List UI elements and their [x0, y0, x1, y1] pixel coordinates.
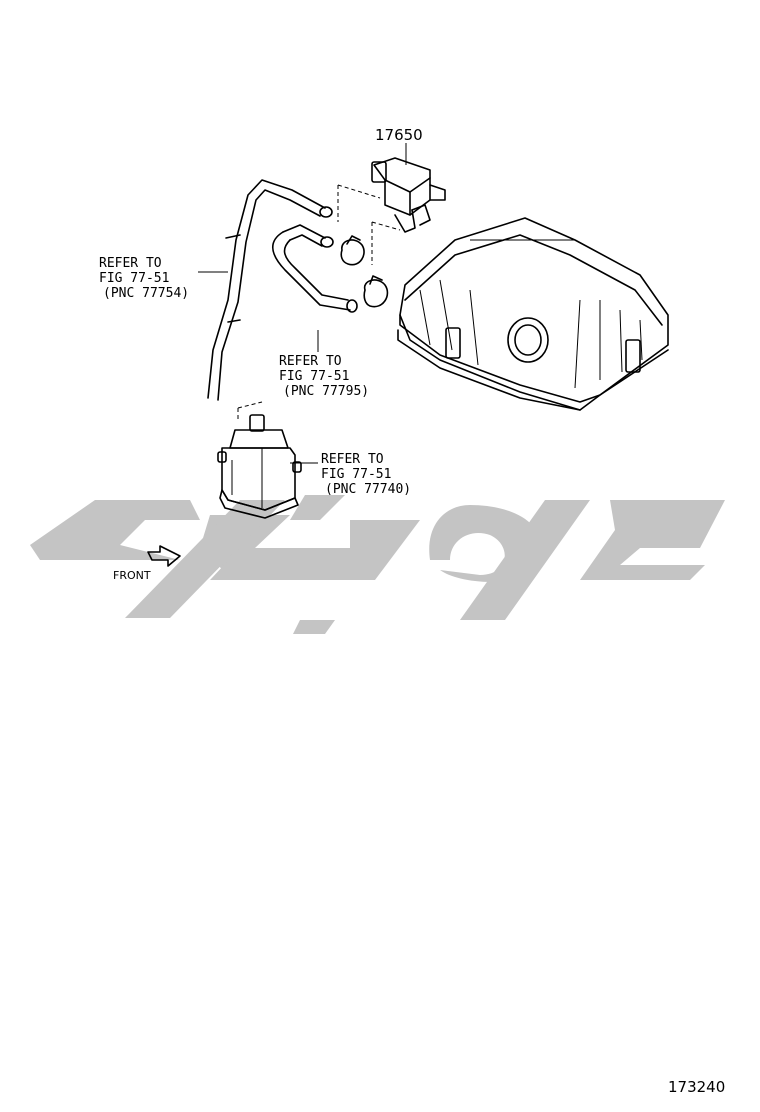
front-arrow-icon [147, 545, 181, 567]
ref-hose-a-line1: REFER TO [99, 256, 162, 271]
watermark-logo [30, 495, 725, 634]
ref-hose-b-line1: REFER TO [279, 354, 342, 369]
connection-lines [237, 184, 401, 420]
front-label: FRONT [113, 569, 151, 582]
vacuum-hoses [207, 179, 358, 401]
ref-hose-b-line3: (PNC 77795) [283, 384, 369, 399]
hose-clamps [340, 235, 389, 308]
charcoal-canister [217, 414, 302, 519]
ref-canister-line1: REFER TO [321, 452, 384, 467]
ref-hose-a-line2: FIG 77-51 [99, 271, 169, 286]
part-number-17650: 17650 [375, 126, 423, 144]
ref-hose-b-line2: FIG 77-51 [279, 369, 349, 384]
ref-hose-a-line3: (PNC 77754) [103, 286, 189, 301]
ref-canister-line3: (PNC 77740) [325, 482, 411, 497]
ref-canister-line2: FIG 77-51 [321, 467, 391, 482]
air-cleaner-assembly [397, 217, 669, 411]
vsv-valve-17650 [371, 157, 446, 233]
callout-leaders [198, 271, 319, 464]
figure-number: 173240 [668, 1078, 725, 1096]
